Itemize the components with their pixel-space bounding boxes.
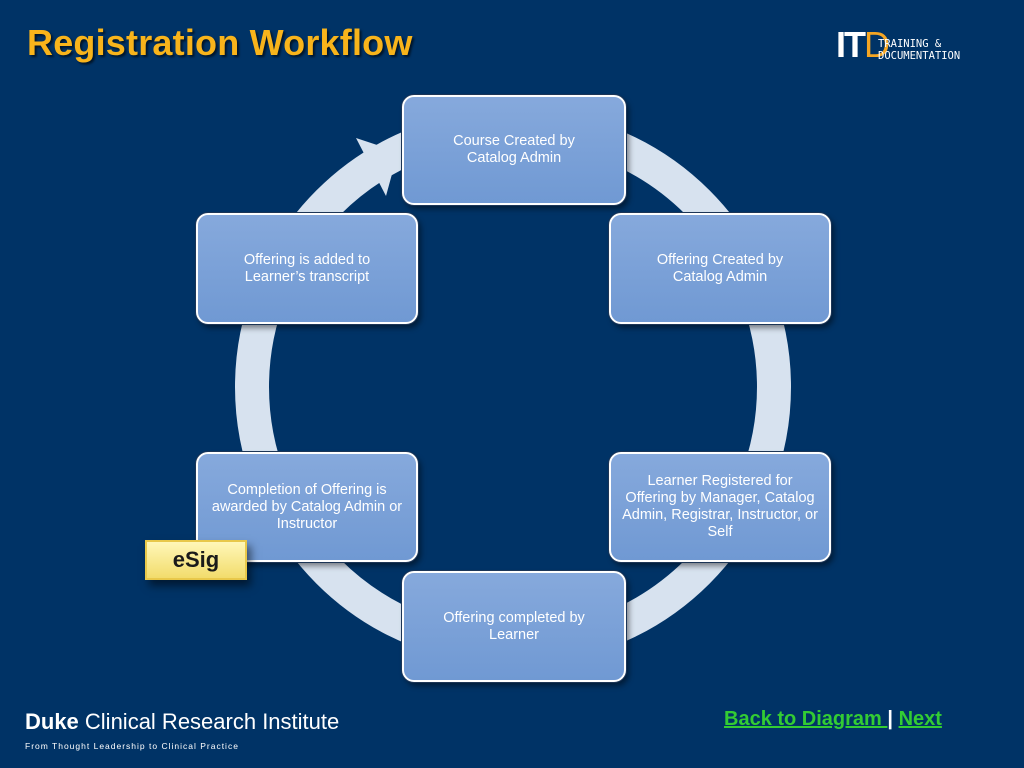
logo-mark-d: D (864, 24, 890, 65)
node-label: Learner Registered for Offering by Manag… (622, 473, 818, 540)
duke-brand: Duke Clinical Research Institute From Th… (25, 709, 339, 751)
brand-tagline: From Thought Leadership to Clinical Prac… (25, 741, 239, 751)
footer-navigation: Back to Diagram | Next (724, 708, 942, 731)
logo-line-1: TRAINING & (878, 38, 942, 50)
logo-text: TRAINING &DOCUMENTATION (878, 38, 960, 62)
brand-name-bold: Duke (25, 709, 79, 734)
itd-logo: ITD TRAINING &DOCUMENTATION (836, 27, 996, 64)
node-label: Offering is added to Learner’s transcrip… (243, 251, 371, 285)
brand-name-rest: Clinical Research Institute (78, 709, 340, 734)
node-label: Offering completed by Learner (443, 609, 585, 643)
logo-line-2: DOCUMENTATION (878, 50, 961, 62)
node-label: Course Created by Catalog Admin (453, 133, 575, 166)
node-label: Completion of Offering is awarded by Cat… (211, 481, 403, 532)
node-offering-created: Offering Created by Catalog Admin (609, 213, 831, 324)
logo-mark-i: IT (836, 24, 866, 65)
node-offering-completed: Offering completed by Learner (402, 571, 626, 682)
back-to-diagram-link[interactable]: Back to Diagram (724, 708, 888, 730)
node-offering-added: Offering is added to Learner’s transcrip… (196, 213, 418, 324)
page-title: Registration Workflow (27, 22, 413, 63)
brand-name: Duke Clinical Research Institute (25, 709, 339, 735)
node-learner-registered: Learner Registered for Offering by Manag… (609, 452, 831, 562)
link-separator: | (887, 708, 893, 730)
node-course-created: Course Created by Catalog Admin (402, 95, 626, 205)
node-label: Offering Created by Catalog Admin (656, 251, 784, 285)
esig-badge: eSig (145, 540, 247, 580)
cycle-arrowhead-icon (356, 138, 398, 196)
logo-mark: ITD (836, 27, 890, 63)
next-link[interactable]: Next (898, 708, 942, 730)
